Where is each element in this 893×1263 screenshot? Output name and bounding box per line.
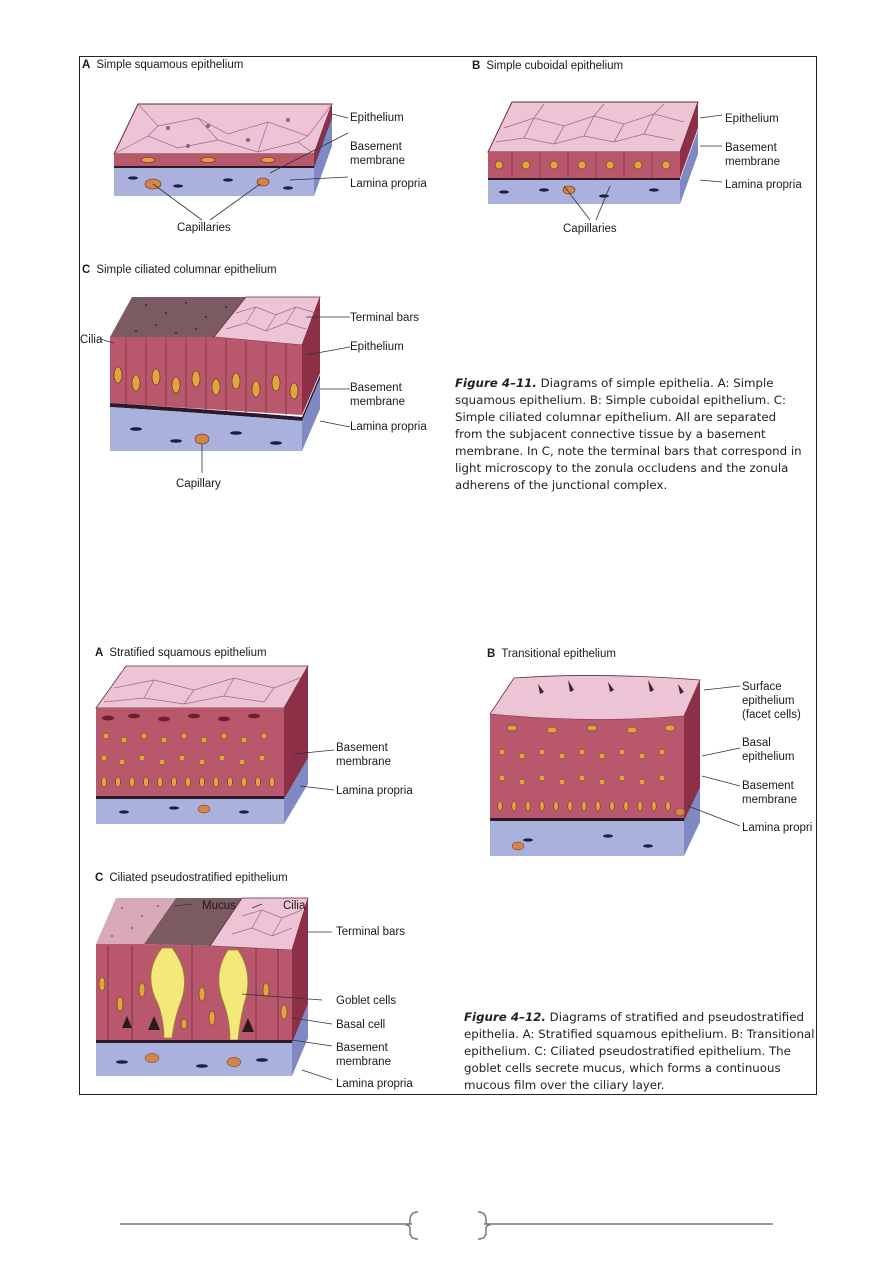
figure-4-11-label: Figure 4–11. [455, 376, 537, 390]
figure-4-12-label: Figure 4–12. [464, 1010, 546, 1024]
label-terminal-bars-pc: Terminal bars [336, 926, 406, 938]
label-basal-cell: Basal cell [336, 1019, 386, 1031]
label-goblet-cells: Goblet cells [336, 995, 397, 1007]
figure-4-12-text: Diagrams of stratified and pseudostratif… [464, 1010, 815, 1092]
label-basement-membrane-c: Basement membrane [350, 382, 405, 408]
label-capillary-c: Capillary [176, 478, 221, 490]
label-lamina-propria-tb: Lamina propri [742, 822, 813, 834]
page-footer-rule [120, 1211, 773, 1240]
label-basal-epithelium: Basal epithelium [742, 737, 795, 763]
figure-4-11-caption: Figure 4–11. Diagrams of simple epitheli… [455, 375, 805, 494]
label-cilia-pc: Cilia [283, 900, 306, 912]
label-basement-membrane: Basement membrane [350, 141, 405, 167]
transitional-diagram [489, 675, 741, 856]
label-leaders-b [563, 114, 723, 221]
label-lamina-propria: Lamina propria [350, 178, 427, 190]
simple-ciliated-columnar-diagram [99, 296, 351, 473]
simple-squamous-diagram [113, 103, 349, 196]
simple-cuboidal-diagram [487, 101, 699, 204]
label-basement-membrane-b: Basement membrane [725, 142, 780, 168]
label-lamina-propria-sa: Lamina propria [336, 785, 413, 797]
label-capillaries-b: Capillaries [563, 223, 617, 235]
figure-4-12-caption: Figure 4–12. Diagrams of stratified and … [464, 1009, 816, 1093]
label-lamina-propria-pc: Lamina propria [336, 1078, 413, 1090]
stratified-squamous-diagram [95, 665, 335, 824]
label-capillaries: Capillaries [177, 222, 231, 234]
label-mucus: Mucus [202, 900, 236, 912]
label-cilia-c: Cilia [80, 334, 103, 346]
label-leaders-a [152, 132, 349, 221]
label-epithelium-c: Epithelium [350, 341, 404, 353]
label-epithelium: Epithelium [350, 112, 404, 124]
figure-4-11-text: Diagrams of simple epithelia. A: Simple … [455, 376, 802, 492]
label-terminal-bars-c: Terminal bars [350, 312, 420, 324]
label-basement-membrane-sa: Basement membrane [336, 742, 391, 768]
label-basement-membrane-pc: Basement membrane [336, 1042, 391, 1068]
label-surface-epithelium: Surface epithelium (facet cells) [742, 681, 801, 721]
label-epithelium-b: Epithelium [725, 113, 779, 125]
label-lamina-propria-c: Lamina propria [350, 421, 427, 433]
label-basement-membrane-tb: Basement membrane [742, 780, 797, 806]
pseudostratified-diagram [96, 897, 333, 1081]
label-lamina-propria-b: Lamina propria [725, 179, 802, 191]
